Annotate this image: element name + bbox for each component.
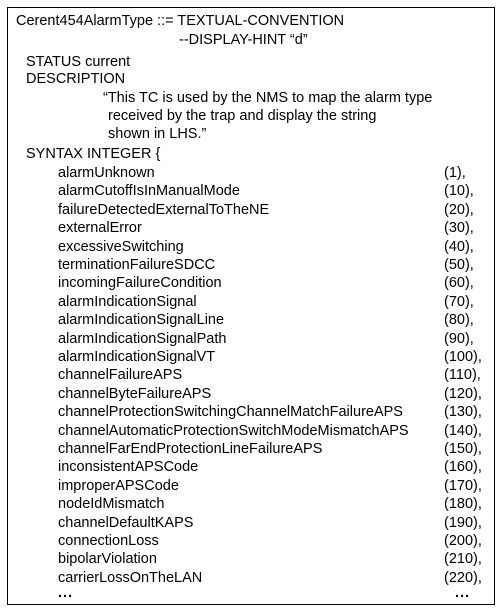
ellipsis-left: ... (58, 585, 74, 601)
alarm-type-name: incomingFailureCondition (58, 275, 222, 292)
alarm-type-value: (170), (444, 477, 482, 494)
alarm-type-name: alarmIndicationSignalLine (58, 312, 225, 329)
alarm-type-value: (140), (444, 422, 482, 439)
alarm-type-value: (50), (444, 257, 474, 273)
alarm-type-value: (130), (444, 404, 482, 421)
alarm-type-value: (30), (444, 220, 474, 237)
alarm-type-value: (60), (444, 275, 474, 292)
syntax-line: SYNTAX INTEGER { (26, 146, 161, 162)
alarm-type-value: (200), (444, 533, 482, 549)
alarm-type-value: (120), (444, 385, 482, 402)
description-text-line: received by the trap and display the str… (108, 108, 377, 124)
alarm-type-value: (190), (444, 514, 482, 531)
definition-box: Cerent454AlarmType ::= TEXTUAL-CONVENTIO… (7, 7, 495, 605)
alarm-type-name: channelByteFailureAPS (58, 385, 212, 402)
ellipsis-right: ... (455, 585, 471, 601)
alarm-type-name: channelDefaultKAPS (58, 514, 194, 531)
alarm-type-value: (80), (444, 312, 474, 329)
display-hint-line: --DISPLAY-HINT “d” (179, 32, 308, 48)
description-label: DESCRIPTION (26, 71, 126, 87)
alarm-type-name: alarmCutoffIsInManualMode (58, 183, 240, 200)
alarm-type-value: (90), (444, 330, 474, 347)
alarm-type-value: (10), (444, 183, 474, 200)
alarm-type-name: nodeIdMismatch (58, 496, 165, 513)
alarm-type-value: (40), (444, 238, 474, 255)
alarm-type-name: connectionLoss (58, 533, 159, 549)
alarm-type-value: (1), (444, 165, 466, 181)
alarm-type-value: (150), (444, 441, 482, 457)
alarm-type-value: (210), (444, 551, 482, 568)
alarm-type-value: (160), (444, 459, 482, 476)
alarm-type-value: (70), (444, 293, 474, 310)
alarm-type-value: (180), (444, 496, 482, 513)
alarm-type-name: excessiveSwitching (58, 238, 184, 255)
alarm-type-value: (20), (444, 201, 474, 218)
status-line: STATUS current (26, 54, 131, 70)
alarm-type-name: channelFarEndProtectionLineFailureAPS (58, 441, 323, 457)
alarm-type-name: bipolarViolation (58, 551, 157, 568)
alarm-type-name: channelAutomaticProtectionSwitchModeMism… (58, 422, 409, 439)
alarm-type-name: alarmUnknown (58, 165, 155, 181)
alarm-type-name: channelFailureAPS (58, 367, 183, 384)
alarm-type-name: channelProtectionSwitchingChannelMatchFa… (58, 404, 403, 421)
alarm-type-name: inconsistentAPSCode (58, 459, 199, 476)
alarm-type-value: (100), (444, 349, 482, 365)
alarm-type-name: alarmIndicationSignalVT (58, 349, 216, 365)
alarm-type-name: alarmIndicationSignal (58, 293, 197, 310)
alarm-type-name: externalError (58, 220, 142, 237)
type-definition-line: Cerent454AlarmType ::= TEXTUAL-CONVENTIO… (16, 13, 345, 29)
alarm-type-name: failureDetectedExternalToTheNE (58, 201, 270, 218)
alarm-type-name: improperAPSCode (58, 477, 179, 494)
alarm-type-name: terminationFailureSDCC (58, 257, 216, 273)
alarm-type-name: carrierLossOnTheLAN (58, 569, 203, 586)
description-text-line: shown in LHS.” (108, 126, 207, 142)
alarm-type-name: alarmIndicationSignalPath (58, 330, 227, 347)
alarm-type-value: (110), (444, 367, 481, 384)
alarm-type-value: (220), (444, 569, 482, 586)
description-text-line: “This TC is used by the NMS to map the a… (103, 90, 433, 106)
